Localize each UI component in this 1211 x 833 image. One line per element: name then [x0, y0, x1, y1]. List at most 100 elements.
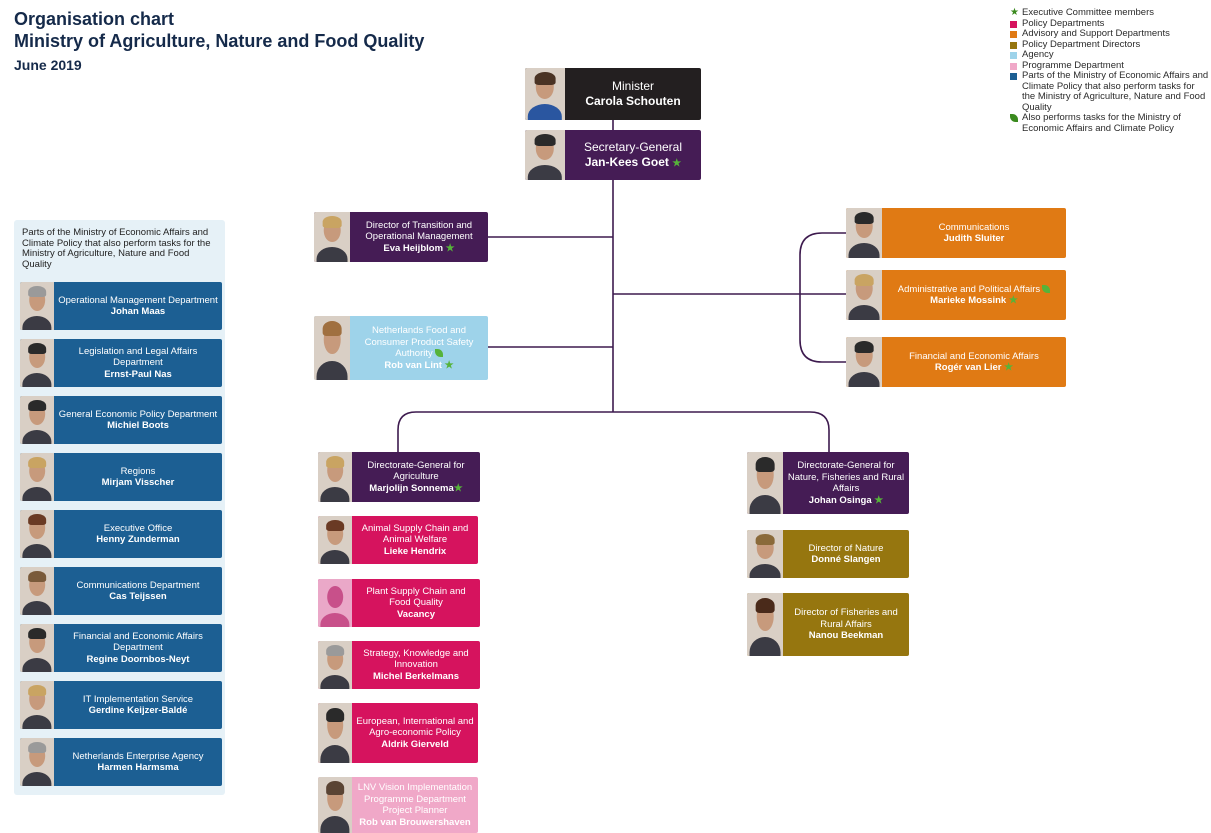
node-name: Regine Doornbos-Neyt [86, 653, 190, 665]
star-icon: ★ [1010, 7, 1019, 18]
dg-agriculture-photo [318, 452, 352, 502]
node-role: Netherlands Enterprise Agency [72, 750, 204, 762]
node-name: Lieke Hendrix [383, 545, 447, 557]
ez-item-photo [20, 453, 54, 501]
node-name: Aldrik Gierveld [381, 738, 449, 750]
node-name: Rogér van Lier [934, 362, 1002, 373]
node-name: Rob van Brouwershaven [359, 816, 471, 828]
administrative-political-photo [846, 270, 882, 320]
ez-panel-title: Parts of the Ministry of Economic Affair… [22, 227, 211, 270]
star-icon: ★ [444, 359, 454, 371]
node-role: Minister [611, 79, 654, 93]
star-icon: ★ [874, 494, 884, 506]
legend-item-policy: Policy Departments [1010, 18, 1210, 30]
node-role: Directorate-General for Nature, Fisherie… [787, 460, 905, 494]
ez-item-financial-economic[interactable]: Financial and Economic Affairs Departmen… [20, 624, 222, 672]
node-name: Johan Maas [110, 306, 166, 317]
transition-director-box[interactable]: Director of Transition and Operational M… [314, 212, 488, 262]
node-name: Marjolijn Sonnema [369, 482, 454, 494]
dg-nature-box[interactable]: Directorate-General for Nature, Fisherie… [747, 452, 909, 514]
node-role: Director of Fisheries and Rural Affairs [794, 607, 898, 630]
financial-economic-box[interactable]: Financial and Economic Affairs Rogér van… [846, 337, 1066, 387]
node-role: Director of Transition and Operational M… [365, 219, 473, 243]
node-name: Eva Heijblom [383, 242, 444, 254]
director-nature-photo [747, 530, 783, 578]
strategy-knowledge-photo [318, 641, 352, 689]
administrative-political-box[interactable]: Administrative and Political Affairs Mar… [846, 270, 1066, 320]
leaf-icon [1042, 284, 1051, 293]
node-role: LNV Vision Implementation Programme Depa… [357, 782, 473, 816]
director-fisheries-photo [747, 593, 783, 656]
ez-item-photo [20, 738, 54, 786]
legend-label: Policy Department Directors [1022, 38, 1141, 50]
connector-line [799, 232, 846, 363]
dg-agriculture-box[interactable]: Directorate-General for Agriculture Marj… [318, 452, 480, 502]
director-nature-box[interactable]: Director of Nature Donné Slangen [747, 530, 909, 578]
node-role: Communications Department [76, 579, 200, 591]
node-name: Vacancy [396, 608, 436, 620]
ez-item-photo [20, 510, 54, 558]
node-role: Strategy, Knowledge and Innovation [363, 647, 469, 671]
node-name: Rob van Lint [384, 359, 442, 371]
animal-supply-chain-box[interactable]: Animal Supply Chain and Animal Welfare L… [318, 516, 478, 564]
node-role: European, International and Agro-economi… [356, 715, 474, 739]
ez-item-photo [20, 396, 54, 444]
european-international-box[interactable]: European, International and Agro-economi… [318, 703, 478, 763]
node-name: Harmen Harmsma [97, 762, 179, 773]
minister-box[interactable]: Minister Carola Schouten [525, 68, 701, 120]
node-name: Cas Teijssen [109, 591, 167, 602]
leaf-icon [434, 349, 443, 358]
legend-swatch [1010, 20, 1017, 28]
strategy-knowledge-box[interactable]: Strategy, Knowledge and Innovation Miche… [318, 641, 480, 689]
legend-swatch [1010, 52, 1017, 59]
node-role: Animal Supply Chain and Animal Welfare [361, 522, 469, 546]
legend-item-programme: Programme Department [1010, 60, 1210, 72]
legend-item-agency: Agency [1010, 49, 1210, 61]
legend-swatch [1010, 62, 1017, 70]
secretary-general-box[interactable]: Secretary-General Jan-Kees Goet ★ [525, 130, 701, 180]
european-international-photo [318, 703, 352, 763]
dg-nature-photo [747, 452, 783, 514]
node-role: Administrative and Political Affairs [897, 283, 1041, 295]
nvwa-box[interactable]: Netherlands Food and Consumer Product Sa… [314, 316, 488, 380]
chart-date: June 2019 [14, 57, 82, 73]
financial-economic-photo [846, 337, 882, 387]
nvwa-photo [314, 316, 350, 380]
legend-label: Also performs tasks for the Ministry of … [1022, 112, 1181, 134]
ez-item-photo [20, 681, 54, 729]
node-name: Carola Schouten [585, 94, 681, 108]
node-role: Legislation and Legal Affairs Department [78, 345, 198, 369]
chart-title: Organisation chart [14, 9, 175, 29]
secretary-general-photo [525, 130, 565, 180]
node-role: Regions [120, 465, 156, 477]
transition-director-photo [314, 212, 350, 262]
star-icon: ★ [453, 482, 463, 494]
legend-swatch [1010, 41, 1017, 49]
node-role: Executive Office [103, 522, 173, 534]
node-name: Gerdine Keijzer-Baldé [88, 705, 188, 716]
node-role: Plant Supply Chain and Food Quality [366, 585, 466, 609]
legend-item-ez-parts: Parts of the Ministry of Economic Affair… [1010, 70, 1210, 113]
star-icon: ★ [1004, 362, 1014, 373]
legend-swatch [1010, 31, 1017, 38]
communications-box[interactable]: Communications Judith Sluiter [846, 208, 1066, 258]
legend-swatch [1010, 73, 1017, 80]
legend-label: Advisory and Support Departments [1022, 28, 1170, 39]
node-name: Marieke Mossink [930, 295, 1007, 306]
node-role: Operational Management Department [58, 294, 218, 306]
director-fisheries-box[interactable]: Director of Fisheries and Rural Affairs … [747, 593, 909, 656]
ez-item-legislation[interactable]: Legislation and Legal Affairs Department… [20, 339, 222, 387]
plant-supply-chain-box[interactable]: Plant Supply Chain and Food Quality Vaca… [318, 579, 480, 627]
programme-department-box[interactable]: LNV Vision Implementation Programme Depa… [318, 777, 478, 833]
ez-parts-panel: Parts of the Ministry of Economic Affair… [14, 220, 225, 795]
programme-department-photo [318, 777, 352, 833]
chart-title-block: Organisation chart Ministry of Agricultu… [14, 8, 424, 76]
